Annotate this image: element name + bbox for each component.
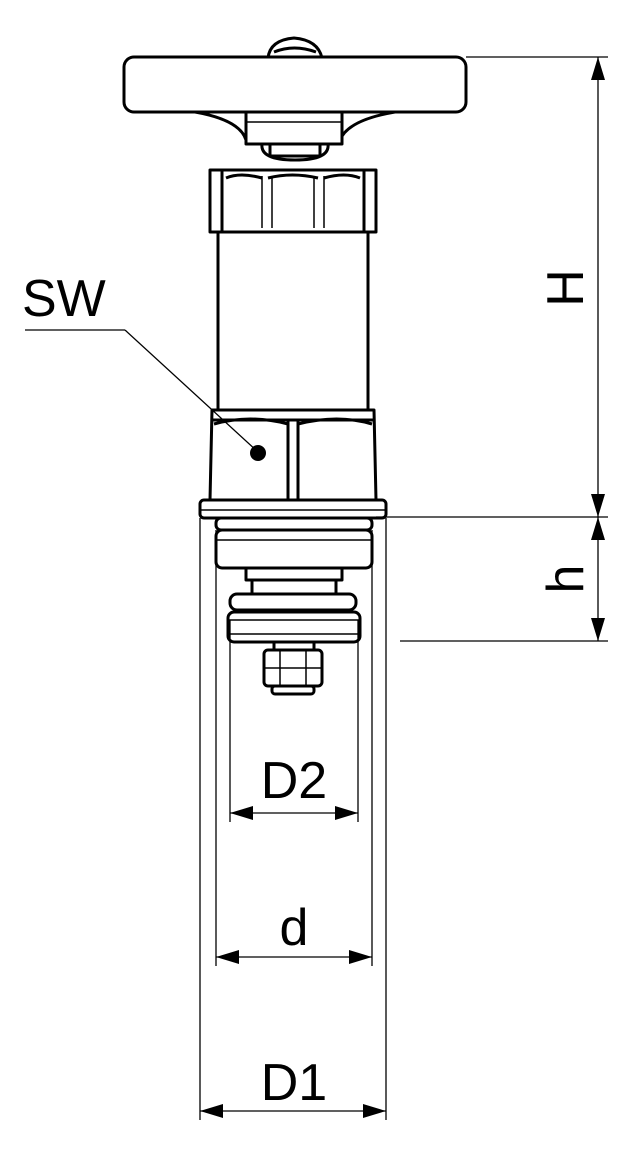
- h-upper-dimension: H: [376, 56, 608, 518]
- sw-label: SW: [22, 270, 106, 328]
- handwheel: [122, 36, 468, 162]
- lower-spindle: [214, 528, 374, 696]
- h-upper-label: H: [537, 269, 595, 307]
- sw-callout: SW: [22, 270, 266, 461]
- h-lower-label: h: [537, 565, 595, 594]
- d1-dimension: D1: [199, 518, 387, 1120]
- d2-dimension: D2: [229, 620, 359, 822]
- d1-label: D1: [261, 1054, 327, 1112]
- bonnet-nut: [208, 168, 378, 234]
- h-lower-dimension: h: [400, 517, 608, 642]
- sw-leader-dot: [250, 445, 266, 461]
- hex-body: [208, 408, 378, 502]
- d-dimension: d: [215, 530, 373, 966]
- d2-label: D2: [261, 752, 327, 810]
- flange-ring: [198, 498, 388, 532]
- d-label: d: [280, 899, 309, 957]
- stem-body: [216, 230, 370, 412]
